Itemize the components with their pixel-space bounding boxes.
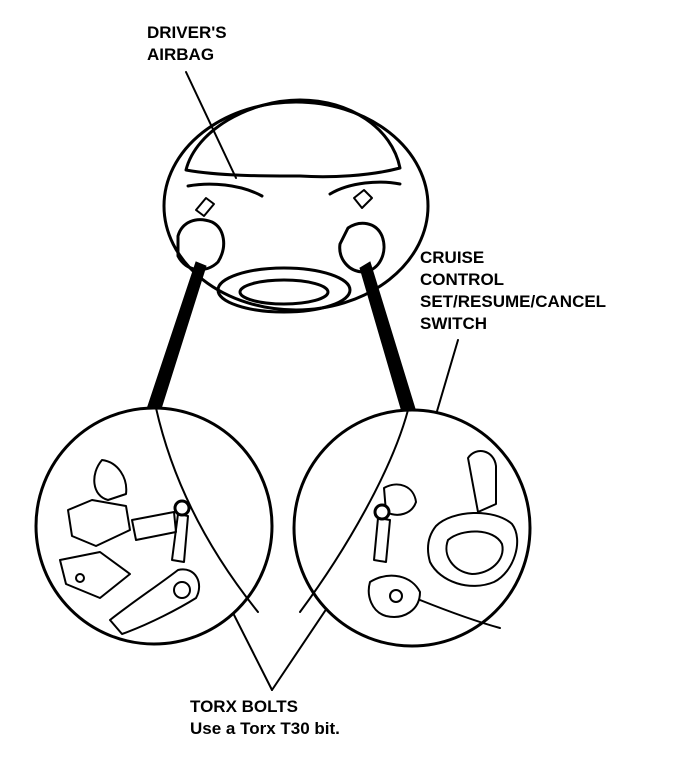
left-spoke-tab bbox=[195, 197, 215, 217]
airbag-leader bbox=[185, 71, 237, 179]
right-switch-housing bbox=[427, 512, 519, 587]
left-spoke-cover bbox=[176, 218, 226, 272]
right-switch-body bbox=[445, 530, 504, 575]
torx-label-line-2: Use a Torx T30 bit. bbox=[190, 719, 340, 738]
left-torx-bit bbox=[171, 513, 189, 563]
left-screw-hole bbox=[75, 573, 85, 583]
left-airbag-connector bbox=[67, 499, 131, 547]
airbag-label-line-1: DRIVER'S bbox=[147, 23, 227, 42]
wheel-outer-rim bbox=[162, 100, 430, 312]
wheel-lower-hub bbox=[216, 266, 352, 314]
right-ratchet-head bbox=[367, 574, 421, 618]
right-spoke-tab bbox=[353, 189, 373, 209]
airbag-label-line-2: AIRBAG bbox=[147, 45, 215, 64]
right-spoke-cover bbox=[338, 221, 386, 274]
right-connector-band bbox=[359, 261, 417, 413]
torx-bolts-label: TORX BOLTS Use a Torx T30 bit. bbox=[190, 696, 340, 740]
right-bracket-top bbox=[467, 450, 497, 513]
cruise-label-line-3: SET/RESUME/CANCEL bbox=[420, 292, 607, 311]
left-detail-circle bbox=[34, 406, 274, 646]
right-torx-bit bbox=[373, 517, 391, 563]
steering-wheel bbox=[162, 98, 430, 314]
connector-bands bbox=[145, 261, 417, 413]
right-torx-bolt bbox=[373, 503, 391, 521]
cruise-switch bbox=[383, 483, 417, 516]
left-connector-band bbox=[145, 261, 207, 413]
left-lower-bracket bbox=[59, 551, 131, 599]
left-torx-bolt bbox=[173, 499, 191, 517]
right-wheel-edge bbox=[299, 409, 409, 613]
cruise-label-line-1: CRUISE bbox=[420, 248, 485, 267]
torx-label-line-1: TORX BOLTS bbox=[190, 697, 298, 716]
right-ratchet-center bbox=[389, 589, 403, 603]
left-ratchet-handle bbox=[109, 568, 201, 635]
left-detail-view bbox=[34, 406, 274, 646]
wheel-hub-center bbox=[238, 278, 330, 306]
left-bracket-top bbox=[93, 459, 128, 501]
left-ratchet-head bbox=[173, 581, 191, 599]
right-ratchet-handle bbox=[419, 599, 501, 629]
drivers-airbag-label: DRIVER'S AIRBAG bbox=[147, 22, 227, 66]
left-wheel-edge bbox=[155, 407, 259, 613]
cruise-control-switch-label: CRUISE CONTROL SET/RESUME/CANCEL SWITCH bbox=[420, 247, 606, 335]
airbag-pad bbox=[184, 98, 402, 179]
right-detail-view bbox=[292, 408, 532, 648]
cruise-label-line-4: SWITCH bbox=[420, 314, 488, 333]
wheel-inner-edge bbox=[186, 180, 402, 198]
cruise-label-line-2: CONTROL bbox=[420, 270, 505, 289]
